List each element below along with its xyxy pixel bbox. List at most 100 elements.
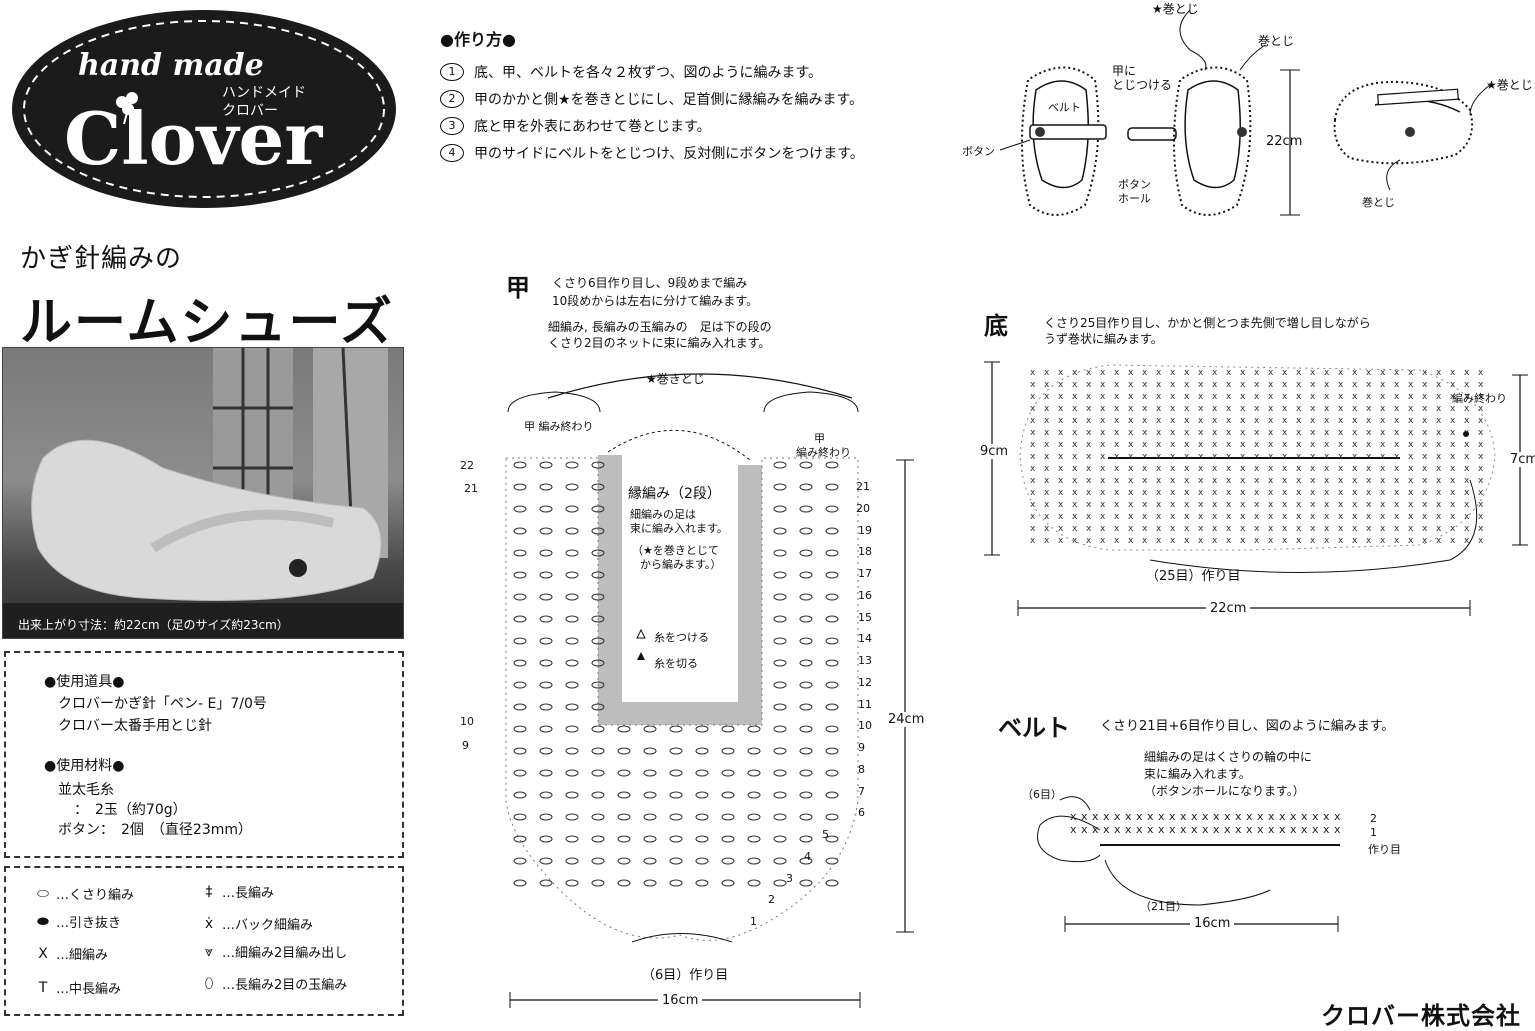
svg-text:x: x [1156,476,1162,486]
svg-text:x: x [1254,500,1260,510]
legend-item: X…細編み [38,945,109,964]
svg-text:x: x [1142,380,1148,390]
svg-text:x: x [1114,404,1120,414]
svg-text:x: x [1338,500,1344,510]
svg-text:x: x [1450,440,1456,450]
svg-text:x: x [1380,380,1386,390]
svg-text:x: x [1184,500,1190,510]
svg-text:x: x [1422,404,1428,414]
svg-text:x: x [1240,392,1246,402]
svg-text:x: x [1436,440,1442,450]
svg-text:x: x [1114,368,1120,378]
svg-text:x: x [1334,810,1341,823]
svg-text:x: x [1394,464,1400,474]
svg-text:x: x [1282,404,1288,414]
svg-text:x: x [1072,404,1078,414]
label-belt: ベルト [1048,101,1081,114]
svg-text:x: x [1478,464,1484,474]
svg-text:x: x [1380,512,1386,522]
svg-text:x: x [1212,416,1218,426]
svg-text:x: x [1184,392,1190,402]
svg-text:x: x [1450,488,1456,498]
svg-text:x: x [1282,380,1288,390]
svg-text:x: x [1058,464,1064,474]
kou-row-number: 11 [858,697,872,711]
svg-text:x: x [1100,428,1106,438]
svg-text:x: x [1296,476,1302,486]
kou-row-number: 19 [858,523,872,537]
svg-text:x: x [1268,524,1274,534]
svg-text:x: x [1086,380,1092,390]
svg-text:x: x [1030,536,1036,546]
svg-text:x: x [1198,416,1204,426]
svg-text:x: x [1268,392,1274,402]
belt-label: ベルト [998,714,1070,742]
belt-row-1: 1 [1370,826,1377,839]
svg-text:x: x [1142,404,1148,414]
svg-text:x: x [1268,416,1274,426]
svg-text:x: x [1282,416,1288,426]
svg-text:x: x [1092,810,1099,823]
kou-row-number: 16 [858,588,872,602]
kou-row-number: 3 [786,871,793,885]
svg-text:x: x [1310,416,1316,426]
svg-text:x: x [1142,536,1148,546]
svg-text:x: x [1450,392,1456,402]
svg-text:x: x [1246,810,1253,823]
svg-text:x: x [1114,823,1121,836]
svg-text:x: x [1156,380,1162,390]
svg-text:x: x [1282,392,1288,402]
svg-text:x: x [1422,416,1428,426]
svg-text:x: x [1240,404,1246,414]
svg-text:x: x [1254,512,1260,522]
svg-text:x: x [1212,536,1218,546]
svg-text:x: x [1147,810,1154,823]
svg-text:x: x [1478,500,1484,510]
svg-text:x: x [1158,810,1165,823]
svg-text:x: x [1464,476,1470,486]
svg-text:x: x [1394,368,1400,378]
svg-text:x: x [1184,536,1190,546]
svg-text:x: x [1296,428,1302,438]
svg-text:x: x [1324,440,1330,450]
svg-text:x: x [1202,823,1209,836]
svg-text:x: x [1478,368,1484,378]
svg-text:x: x [1338,392,1344,402]
svg-text:x: x [1352,440,1358,450]
kou-star: ★巻きとじ [646,372,705,386]
svg-text:x: x [1240,440,1246,450]
belt-width: 16cm [1190,916,1235,931]
kou-note-1: くさり6目作り目し、9段めまで編み [552,276,748,290]
svg-text:x: x [1198,512,1204,522]
svg-text:x: x [1086,536,1092,546]
svg-text:x: x [1044,476,1050,486]
svg-text:x: x [1352,368,1358,378]
materials-heading: ●使用材料● [44,758,125,774]
label-button: ボタン [962,145,995,158]
material-yarn-qty: ： 2玉（約70g） [74,802,187,818]
svg-text:x: x [1156,500,1162,510]
kou-row-number: 15 [858,610,872,624]
svg-text:x: x [1058,428,1064,438]
svg-text:x: x [1282,428,1288,438]
svg-text:x: x [1184,440,1190,450]
svg-text:x: x [1394,440,1400,450]
svg-text:x: x [1030,392,1036,402]
svg-text:x: x [1226,368,1232,378]
svg-text:x: x [1352,536,1358,546]
svg-text:x: x [1352,512,1358,522]
svg-text:x: x [1366,488,1372,498]
svg-text:x: x [1030,380,1036,390]
svg-text:x: x [1408,392,1414,402]
svg-text:x: x [1212,464,1218,474]
page-title: ルームシューズ [20,293,394,353]
kou-row-number: 14 [858,632,872,646]
svg-text:x: x [1450,428,1456,438]
svg-text:x: x [1212,488,1218,498]
svg-text:x: x [1072,380,1078,390]
svg-text:x: x [1212,404,1218,414]
svg-text:x: x [1128,440,1134,450]
svg-text:x: x [1081,810,1088,823]
svg-text:x: x [1464,368,1470,378]
stitch-legend: ⬭…くさり編み ⬬…引き抜き X…細編み T…中長編み ‡…長編み ẋ…バック細… [4,866,404,1016]
